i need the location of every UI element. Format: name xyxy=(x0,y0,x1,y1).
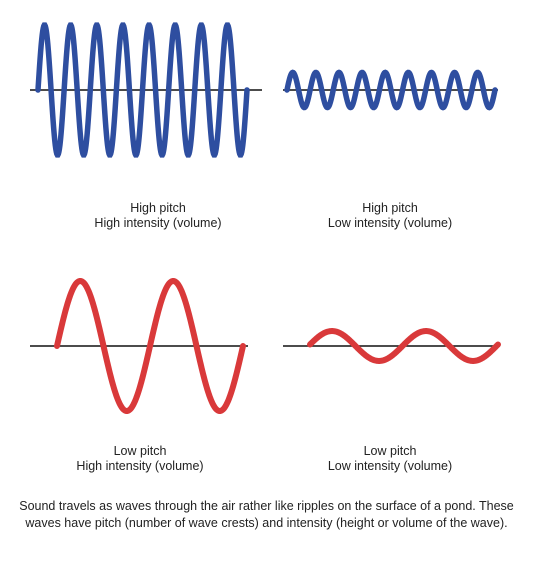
figure-caption: Sound travels as waves through the air r… xyxy=(19,499,514,530)
label-high-pitch-high-intensity: High pitch High intensity (volume) xyxy=(38,201,278,231)
label-low-pitch-high-intensity: Low pitch High intensity (volume) xyxy=(20,444,260,474)
sound-wave-high-pitch-low-intensity xyxy=(284,69,498,111)
label-pitch: Low pitch xyxy=(363,444,417,458)
sound-wave-high-pitch-high-intensity xyxy=(35,22,250,158)
sound-wave-low-pitch-low-intensity xyxy=(307,328,501,364)
sound-wave-low-pitch-high-intensity xyxy=(54,277,246,415)
label-pitch: Low pitch xyxy=(113,444,167,458)
label-low-pitch-low-intensity: Low pitch Low intensity (volume) xyxy=(270,444,510,474)
label-pitch: High pitch xyxy=(130,201,186,215)
label-intensity: Low intensity (volume) xyxy=(327,459,453,473)
label-intensity: High intensity (volume) xyxy=(76,459,204,473)
label-intensity: High intensity (volume) xyxy=(94,216,222,230)
label-intensity: Low intensity (volume) xyxy=(327,216,453,230)
label-pitch: High pitch xyxy=(362,201,418,215)
label-high-pitch-low-intensity: High pitch Low intensity (volume) xyxy=(270,201,510,231)
